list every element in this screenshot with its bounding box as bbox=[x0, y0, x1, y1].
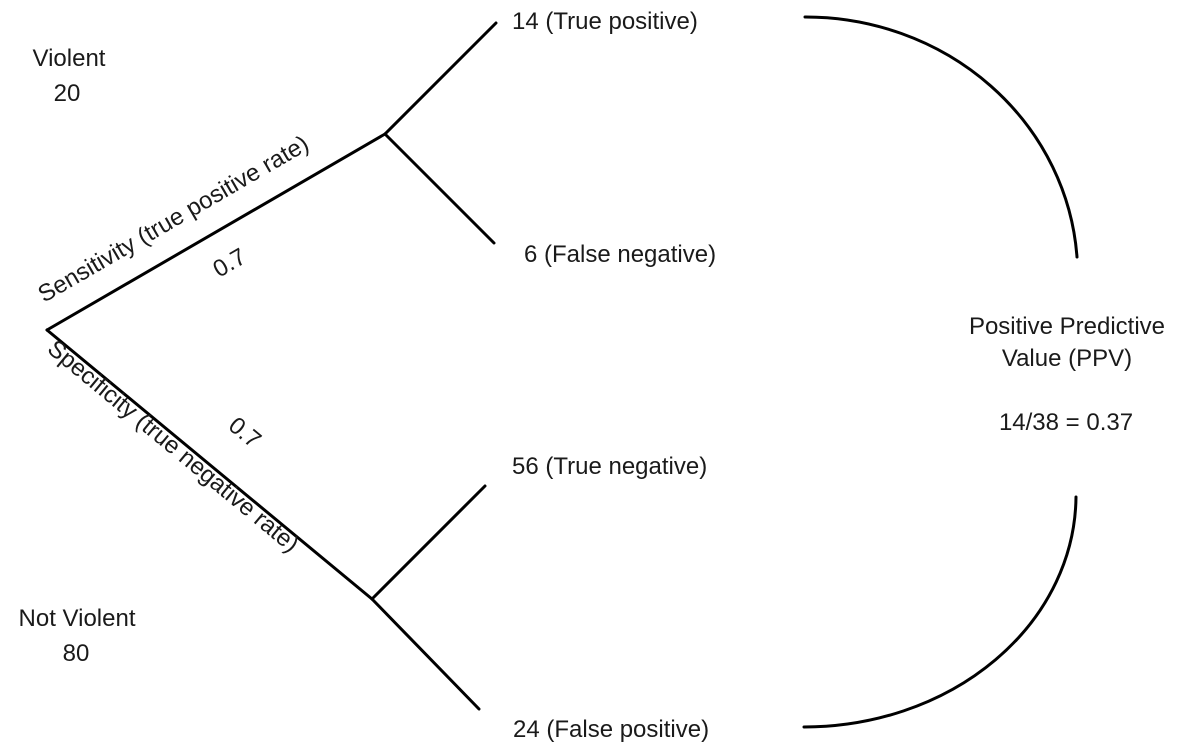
specificity-branch-line bbox=[45, 328, 374, 601]
sensitivity-branch-line bbox=[45, 132, 387, 332]
outcome-true-positive: 14 (True positive) bbox=[512, 8, 698, 35]
not-violent-count: 80 bbox=[63, 640, 90, 667]
false-positive-branch-line bbox=[370, 597, 481, 711]
not-violent-label: Not Violent bbox=[19, 605, 136, 632]
outcome-false-negative: 6 (False negative) bbox=[524, 241, 716, 268]
outcome-false-positive: 24 (False positive) bbox=[513, 716, 709, 743]
violent-count: 20 bbox=[54, 80, 81, 107]
specificity-value: 0.7 bbox=[223, 412, 266, 454]
ppv-upper-arc bbox=[803, 15, 1079, 259]
ppv-formula: 14/38 = 0.37 bbox=[999, 409, 1133, 436]
specificity-label: Specificity (true negative rate) bbox=[42, 335, 304, 558]
violent-label: Violent bbox=[33, 45, 106, 72]
sensitivity-label: Sensitivity (true positive rate) bbox=[33, 130, 313, 308]
true-negative-branch-line bbox=[370, 484, 487, 601]
ppv-lower-arc bbox=[802, 495, 1078, 729]
ppv-title-line2: Value (PPV) bbox=[1002, 345, 1132, 372]
outcome-true-negative: 56 (True negative) bbox=[512, 453, 707, 480]
true-positive-branch-line bbox=[383, 21, 498, 136]
false-negative-branch-line bbox=[383, 132, 496, 245]
ppv-title-line1: Positive Predictive bbox=[969, 313, 1165, 340]
sensitivity-value: 0.7 bbox=[208, 243, 250, 283]
